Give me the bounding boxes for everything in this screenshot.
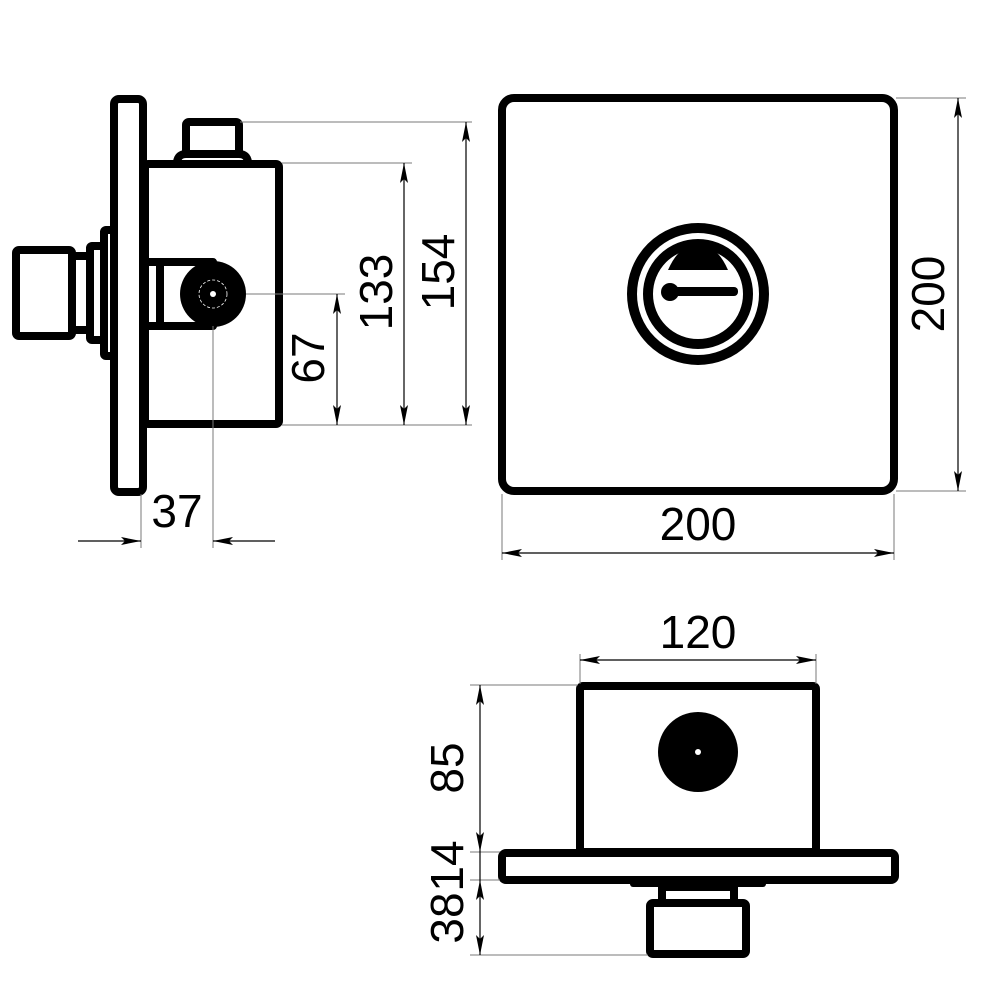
top-view: 120 85 14 38 — [421, 606, 899, 958]
front-plate — [498, 94, 898, 495]
hub-center-circle — [198, 279, 228, 309]
dim-67: 67 — [282, 332, 334, 383]
dim-133: 133 — [350, 254, 402, 331]
dim-85: 85 — [421, 742, 473, 793]
knob-bottom — [646, 899, 750, 958]
handle-top — [668, 248, 728, 270]
side-view: 154 133 67 37 — [12, 95, 472, 548]
plate-edge — [498, 849, 899, 884]
dim-width-200: 200 — [660, 498, 737, 550]
hub-center-dot — [210, 291, 216, 297]
front-view: 200 200 — [498, 94, 966, 560]
outer-ring — [627, 223, 769, 365]
dim-height-200: 200 — [902, 256, 954, 333]
dim-14: 14 — [421, 840, 473, 891]
dim-37: 37 — [151, 485, 202, 537]
hub-dot-top — [695, 749, 701, 755]
dim-38: 38 — [421, 892, 473, 943]
dim-120: 120 — [660, 606, 737, 658]
inner-ring — [643, 239, 753, 349]
dim-154: 154 — [412, 234, 464, 311]
top-nub — [182, 118, 243, 158]
nub-base — [173, 150, 252, 166]
side-knob — [12, 246, 76, 340]
handle-lever — [670, 287, 738, 296]
wall-plate — [110, 95, 147, 496]
flange — [100, 226, 118, 360]
